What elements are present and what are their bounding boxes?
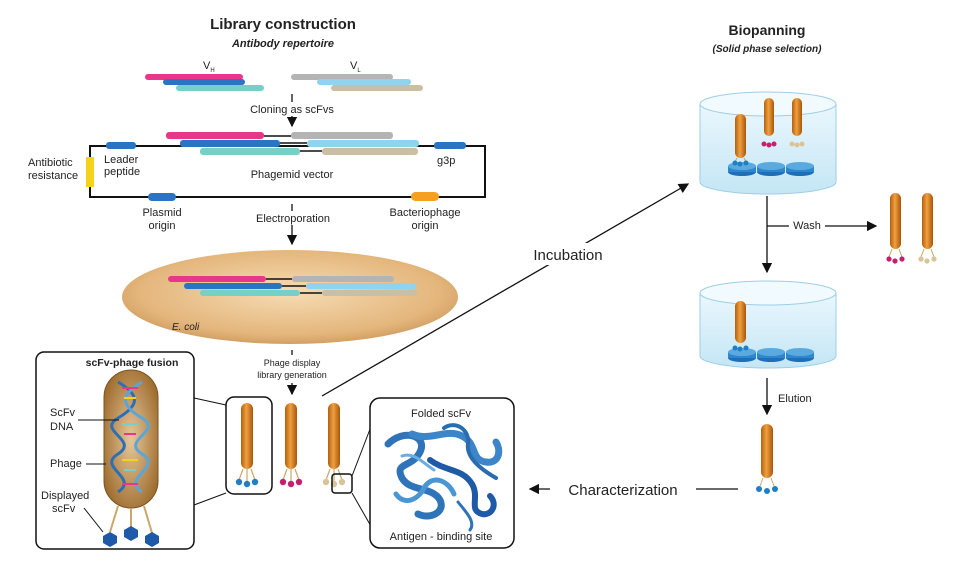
fusion-title: scFv-phage fusion [86, 357, 179, 369]
folded-scfv-box [369, 397, 515, 549]
vl-repertoire-bars [291, 74, 423, 91]
displayed-scfv-label-2: scFv [52, 503, 76, 515]
elution-label: Elution [778, 393, 812, 405]
library-phage-pink [279, 403, 303, 488]
leader-peptide-label-2: peptide [104, 166, 140, 178]
ecoli-label: E. coli [172, 322, 200, 333]
cloning-label: Cloning as scFvs [250, 104, 334, 116]
ecoli-cell [122, 250, 458, 344]
plasmid-origin [148, 193, 176, 201]
arrow-incubation [321, 183, 690, 397]
antibiotic-label-1: Antibiotic [28, 157, 73, 169]
ecoli-plasmid-bars [168, 276, 418, 296]
binding-zoom-box [331, 473, 353, 494]
library-phage-tan [322, 403, 346, 488]
characterization-label: Characterization [568, 482, 677, 499]
scfv-dna-label-2: DNA [50, 421, 74, 433]
well1-bound-phage [732, 114, 749, 167]
biopanning-title: Biopanning [729, 22, 806, 38]
vh-label: VH [203, 60, 215, 74]
library-phage-blue [235, 403, 259, 488]
electroporation-label: Electroporation [256, 213, 330, 225]
binding-site-label: Antigen - binding site [390, 531, 493, 543]
library-title: Library construction [210, 16, 356, 33]
leader-peptide-gene [106, 142, 136, 149]
plasmid-origin-label-2: origin [149, 220, 176, 232]
phage-zoom-box [225, 396, 273, 495]
vh-repertoire-bars [145, 74, 264, 91]
library-subtitle: Antibody repertoire [231, 38, 334, 50]
selection-well-2 [699, 280, 837, 369]
folded-scfv-title: Folded scFv [411, 408, 471, 420]
incubation-label: Incubation [533, 247, 602, 264]
g3p-label: g3p [437, 155, 455, 167]
biopanning-subtitle: (Solid phase selection) [713, 44, 823, 55]
well2-bound-phage [732, 301, 749, 352]
g3p-gene [434, 142, 466, 149]
phagemid-vector-label: Phagemid vector [251, 169, 334, 181]
washed-phage-pink [886, 193, 905, 264]
leader-peptide-label-1: Leader [104, 154, 139, 166]
antibiotic-resistance-gene [86, 157, 94, 187]
wash-label: Wash [793, 220, 821, 232]
bacteriophage-origin-label-1: Bacteriophage [390, 207, 461, 219]
eluted-phage [756, 424, 778, 494]
dna-helix [110, 380, 150, 494]
well1-unbound-phage-tan [789, 98, 805, 148]
vl-label: VL [350, 60, 361, 74]
scfv-dna-label-1: ScFv [50, 407, 76, 419]
plasmid-origin-label-1: Plasmid [142, 207, 181, 219]
scfv-insert-bars [166, 132, 419, 155]
phage-label: Phage [50, 458, 82, 470]
displayed-scfv-label-1: Displayed [41, 490, 89, 502]
phage-display-label-2: library generation [257, 370, 327, 380]
displayed-scfv-hexagons [103, 505, 159, 547]
antibiotic-label-2: resistance [28, 170, 78, 182]
washed-phage-tan [918, 193, 937, 264]
bacteriophage-origin [411, 192, 439, 201]
folded-scfv-protein [384, 423, 503, 532]
phage-display-label-1: Phage display [264, 358, 321, 368]
well1-unbound-phage-pink [761, 98, 777, 148]
bacteriophage-origin-label-2: origin [412, 220, 439, 232]
